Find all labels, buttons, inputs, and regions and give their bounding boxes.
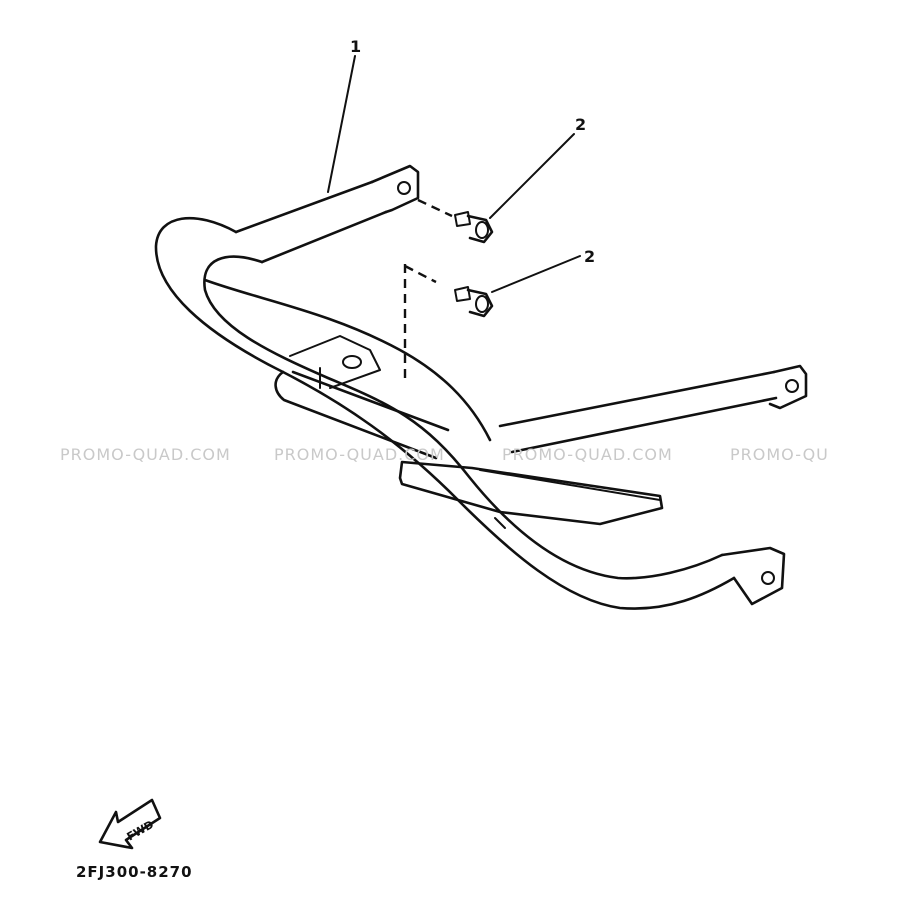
installation-guide-line bbox=[417, 198, 453, 218]
callout-leader-2-lower bbox=[491, 255, 581, 293]
watermark-text: PROMO-QUAD.COM bbox=[502, 445, 673, 464]
callout-number-2-upper: 2 bbox=[575, 115, 586, 134]
callout-number-2-lower: 2 bbox=[584, 247, 595, 266]
callout-leader-2-upper bbox=[489, 133, 575, 219]
installation-guide-line bbox=[403, 264, 437, 380]
callout-number-1: 1 bbox=[350, 37, 361, 56]
flange-bolt-upper bbox=[454, 211, 494, 244]
fwd-label: FWD bbox=[125, 818, 156, 844]
watermark-text: PROMO-QUAD.COM bbox=[274, 445, 445, 464]
part-catalog-code: 2FJ300-8270 bbox=[76, 863, 193, 881]
bumper-guard bbox=[154, 164, 808, 610]
flange-bolt-lower bbox=[454, 286, 494, 318]
watermark-text: PROMO-QU bbox=[730, 445, 829, 464]
forward-direction-arrow: FWD bbox=[98, 798, 162, 850]
watermark-text: PROMO-QUAD.COM bbox=[60, 445, 231, 464]
callout-leader-1 bbox=[327, 55, 356, 193]
